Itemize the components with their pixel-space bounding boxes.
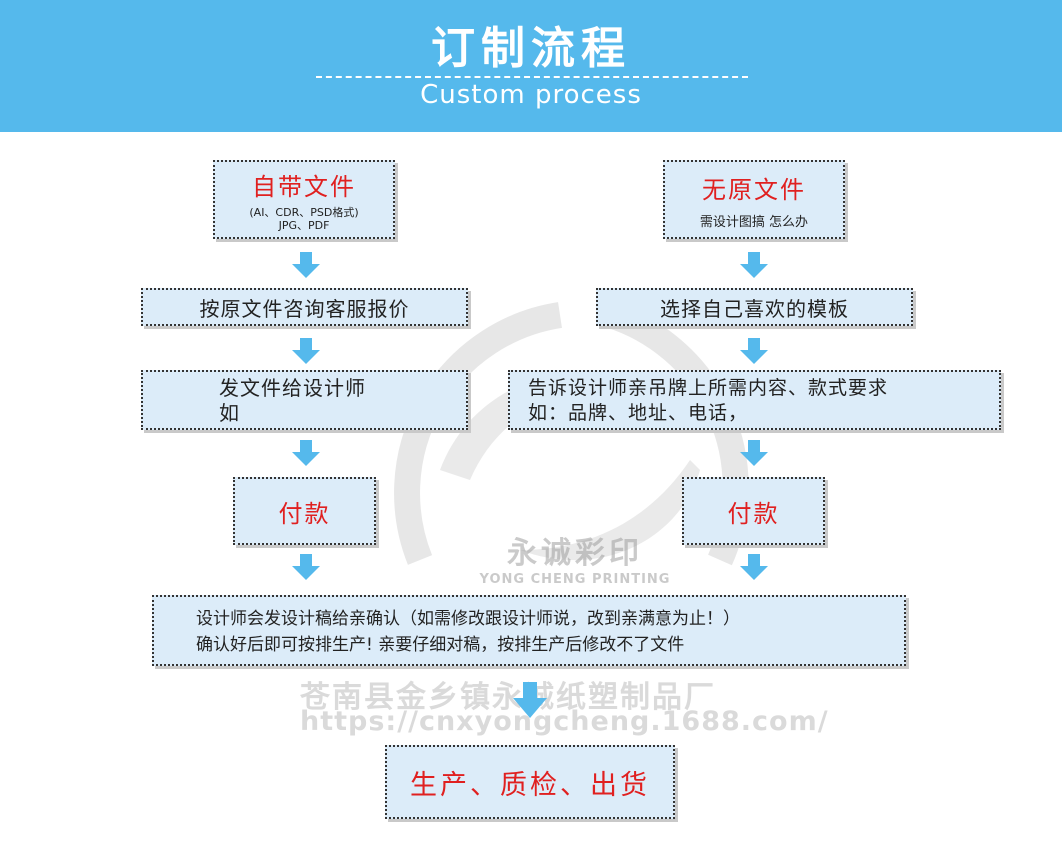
page-title: 订制流程 [431,23,631,74]
left-step-quote: 按原文件咨询客服报价 [141,288,468,326]
right-step-requirements: 告诉设计师亲吊牌上所需内容、款式要求 如：品牌、地址、电话， [508,370,1001,430]
right-step-requirements-line1: 告诉设计师亲吊牌上所需内容、款式要求 [528,377,889,399]
arrow-right-2 [740,338,768,364]
right-step-requirements-line2: 如：品牌、地址、电话， [528,402,749,424]
page-subtitle: Custom process [420,80,642,110]
left-start-title: 自带文件 [252,173,356,201]
header-divider [316,76,748,78]
arrow-left-1 [292,252,320,278]
merge-confirm-line2: 确认好后即可按排生产! 亲要仔细对稿，按排生产后修改不了文件 [196,635,685,655]
arrow-right-4 [740,554,768,580]
right-start-note: 需设计图搞 怎么办 [699,214,809,230]
right-step-template: 选择自己喜欢的模板 [596,288,913,326]
merge-confirm-box: 设计师会发设计稿给亲确认（如需修改跟设计师说，改到亲满意为止！） 确认好后即可按… [152,595,906,666]
merge-confirm-line1: 设计师会发设计稿给亲确认（如需修改跟设计师说，改到亲满意为止！） [196,609,740,629]
right-start-box: 无原文件 需设计图搞 怎么办 [663,160,845,239]
left-payment-label: 付款 [278,499,331,528]
watermark-url: https://cnxyongcheng.1688.com/ [300,706,829,737]
arrow-left-2 [292,338,320,364]
watermark-company: 苍南县金乡镇永诚纸塑制品厂 [300,680,716,715]
left-start-box: 自带文件 (AI、CDR、PSD格式) JPG、PDF [213,160,395,239]
arrow-left-4 [292,554,320,580]
final-production-box: 生产、质检、出货 [385,745,675,819]
right-start-title: 无原文件 [702,175,806,204]
left-step-send-file-line2: 如 [219,401,240,425]
left-step-quote-label: 按原文件咨询客服报价 [199,296,410,321]
right-payment-label: 付款 [727,499,780,528]
watermark-brand-en: YONG CHENG PRINTING [479,572,671,587]
right-step-template-label: 选择自己喜欢的模板 [660,296,849,321]
final-production-label: 生产、质检、出货 [410,769,650,801]
arrow-right-1 [740,252,768,278]
watermark-brand: 永诚彩印 [507,536,643,571]
left-start-note-images: JPG、PDF [278,219,330,232]
left-start-note-formats: (AI、CDR、PSD格式) [249,206,359,219]
header-banner: 订制流程 Custom process [0,0,1062,132]
arrow-left-3 [292,440,320,466]
right-payment-box: 付款 [682,477,825,545]
arrow-right-3 [740,440,768,466]
left-payment-box: 付款 [233,477,376,545]
arrow-center [513,682,547,718]
left-step-send-file-line1: 发文件给设计师 [219,376,366,400]
left-step-send-file: 发文件给设计师 如 [141,370,468,430]
